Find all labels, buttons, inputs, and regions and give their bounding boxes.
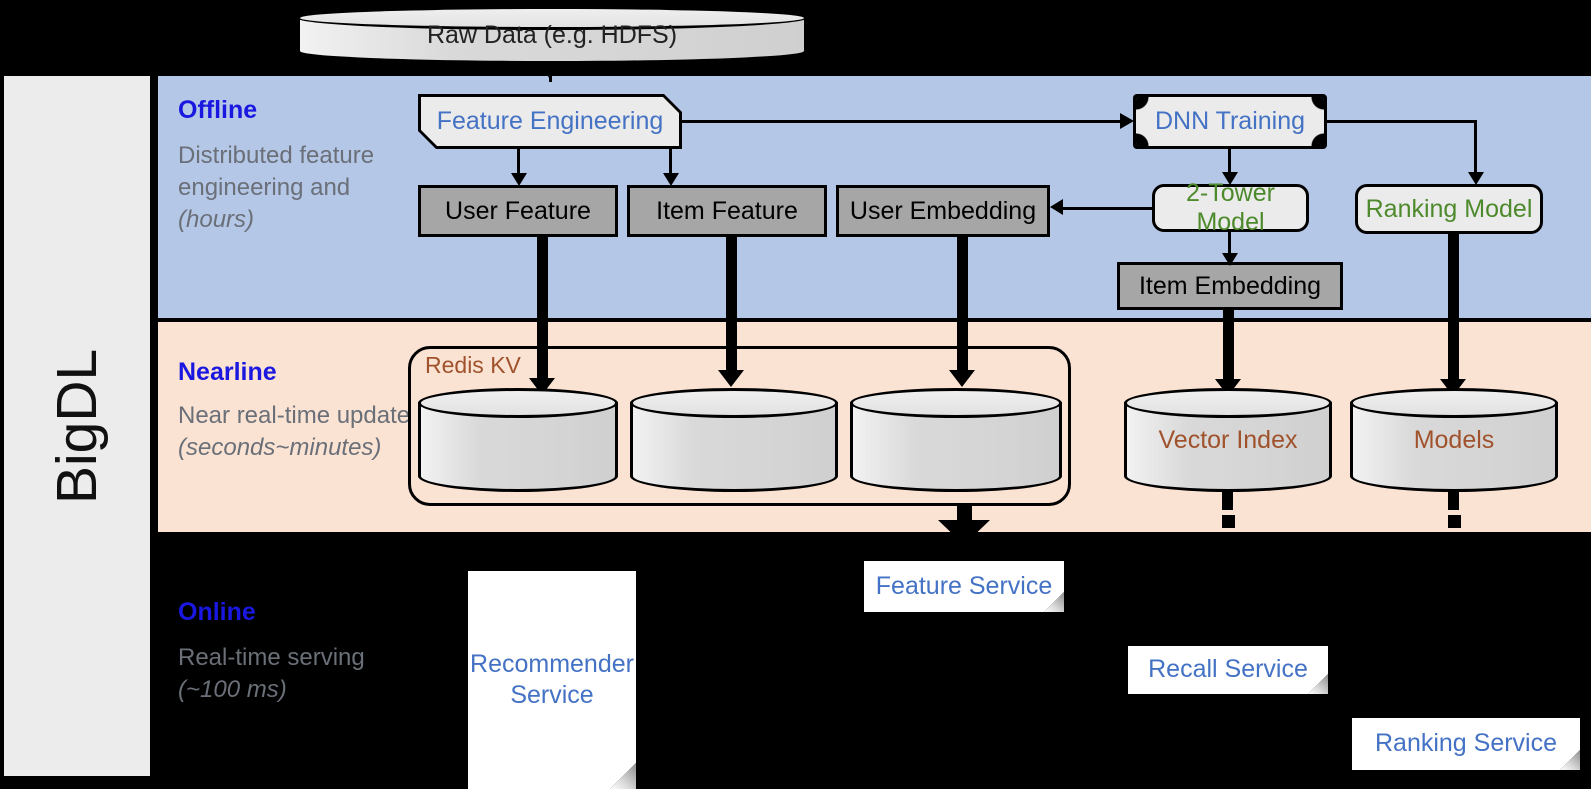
service-recall[interactable]: Recall Service — [1128, 646, 1328, 694]
user-embedding-label: User Embedding — [849, 196, 1037, 225]
feature-service-label: Feature Service — [864, 561, 1064, 612]
service-feature[interactable]: Feature Service — [864, 561, 1064, 612]
arrowhead-fe-dnn — [1120, 113, 1134, 129]
store-models[interactable]: Models — [1350, 388, 1558, 492]
item-feature-label: Item Feature — [656, 196, 798, 225]
node-item-embedding[interactable]: Item Embedding — [1117, 262, 1343, 310]
arrowhead-dnn-twotower — [1222, 172, 1238, 185]
connector-twotower-userembedding — [1063, 207, 1155, 210]
cylinder-top — [1124, 388, 1332, 418]
raw-data-label: Raw Data (e.g. HDFS) — [426, 20, 678, 49]
nearline-description: Near real-time update (seconds~minutes) — [178, 402, 411, 461]
ranking-service-label: Ranking Service — [1352, 718, 1580, 770]
cylinder-top — [418, 388, 618, 418]
store-vector-index[interactable]: Vector Index — [1124, 388, 1332, 492]
bigdl-platform-panel: BigDL — [4, 76, 150, 776]
models-label: Models — [1413, 425, 1495, 454]
online-description: Real-time serving (~100 ms) — [178, 644, 365, 703]
arrowhead-twotower-userembedding — [1050, 199, 1063, 215]
node-dnn-training[interactable]: DNN Training — [1133, 94, 1327, 149]
connector-stub-vector-2 — [1222, 515, 1235, 528]
arrowhead-fe-userfeature — [511, 173, 527, 186]
arrowhead-fe-itemfeature — [663, 173, 679, 186]
group-redis-kv — [408, 346, 1071, 506]
service-recommender[interactable]: Recommender Service — [468, 571, 636, 789]
cylinder-top — [630, 388, 838, 418]
pipe-item-embedding — [1223, 310, 1234, 388]
recommender-service-label: Recommender Service — [468, 571, 636, 789]
offline-description: Distributed feature engineering and (hou… — [178, 142, 375, 233]
recall-service-label: Recall Service — [1128, 646, 1328, 694]
store-redis-1[interactable] — [418, 388, 618, 492]
connector-fe-itemfeature — [669, 149, 672, 176]
bigdl-platform-label: BigDL — [45, 348, 109, 504]
arrowhead-pipe-item-feature — [718, 370, 744, 387]
connector-dnn-ranking-v — [1474, 120, 1477, 175]
online-title: Online — [178, 598, 256, 626]
arrowhead-twotower-itemembedding — [1222, 253, 1238, 266]
two-tower-model-label: 2-Tower Model — [1186, 179, 1275, 236]
node-user-feature[interactable]: User Feature — [418, 185, 618, 237]
node-ranking-model[interactable]: Ranking Model — [1355, 184, 1543, 234]
item-embedding-label: Item Embedding — [1138, 271, 1322, 300]
pipe-item-feature — [726, 237, 737, 379]
dnn-training-label: DNN Training — [1154, 107, 1306, 135]
node-inner: DNN Training — [1136, 97, 1324, 146]
arrowhead-dnn-ranking — [1468, 172, 1484, 185]
node-feature-engineering[interactable]: Feature Engineering — [418, 94, 682, 149]
cylinder-top — [850, 388, 1062, 418]
service-ranking[interactable]: Ranking Service — [1352, 718, 1580, 770]
cylinder-top — [297, 6, 807, 30]
store-redis-3[interactable] — [850, 388, 1062, 492]
raw-data-store: Raw Data (e.g. HDFS) — [297, 6, 807, 64]
node-user-embedding[interactable]: User Embedding — [836, 185, 1050, 237]
connector-dnn-twotower — [1228, 149, 1231, 175]
connector-fe-userfeature — [517, 149, 520, 176]
offline-title: Offline — [178, 96, 258, 124]
node-two-tower-model[interactable]: 2-Tower Model — [1152, 179, 1309, 236]
connector-twotower-itemembedding — [1228, 232, 1231, 258]
connector-stub-models-2 — [1448, 515, 1461, 528]
user-feature-label: User Feature — [445, 196, 591, 225]
node-item-feature[interactable]: Item Feature — [627, 185, 827, 237]
arrowhead-rawdata-fe — [537, 62, 563, 79]
connector-dnn-ranking-h — [1327, 120, 1477, 123]
cylinder-top — [1350, 388, 1558, 418]
pipe-user-embedding — [957, 237, 968, 379]
feature-engineering-label: Feature Engineering — [436, 107, 664, 135]
arrowhead-pipe-user-embedding — [949, 370, 975, 387]
node-inner: Feature Engineering — [421, 97, 679, 146]
arrowhead-feature-service — [938, 520, 990, 545]
store-redis-2[interactable] — [630, 388, 838, 492]
connector-stub-feature-service — [957, 506, 972, 521]
connector-stub-vector-1 — [1222, 492, 1233, 510]
redis-kv-label: Redis KV — [425, 352, 521, 378]
nearline-title: Nearline — [178, 358, 277, 386]
connector-fe-dnn — [682, 120, 1129, 123]
vector-index-label: Vector Index — [1158, 425, 1298, 454]
pipe-ranking-model — [1448, 234, 1459, 386]
connector-stub-models-1 — [1448, 492, 1459, 510]
pipe-user-feature — [537, 237, 548, 387]
ranking-model-label: Ranking Model — [1365, 194, 1533, 223]
